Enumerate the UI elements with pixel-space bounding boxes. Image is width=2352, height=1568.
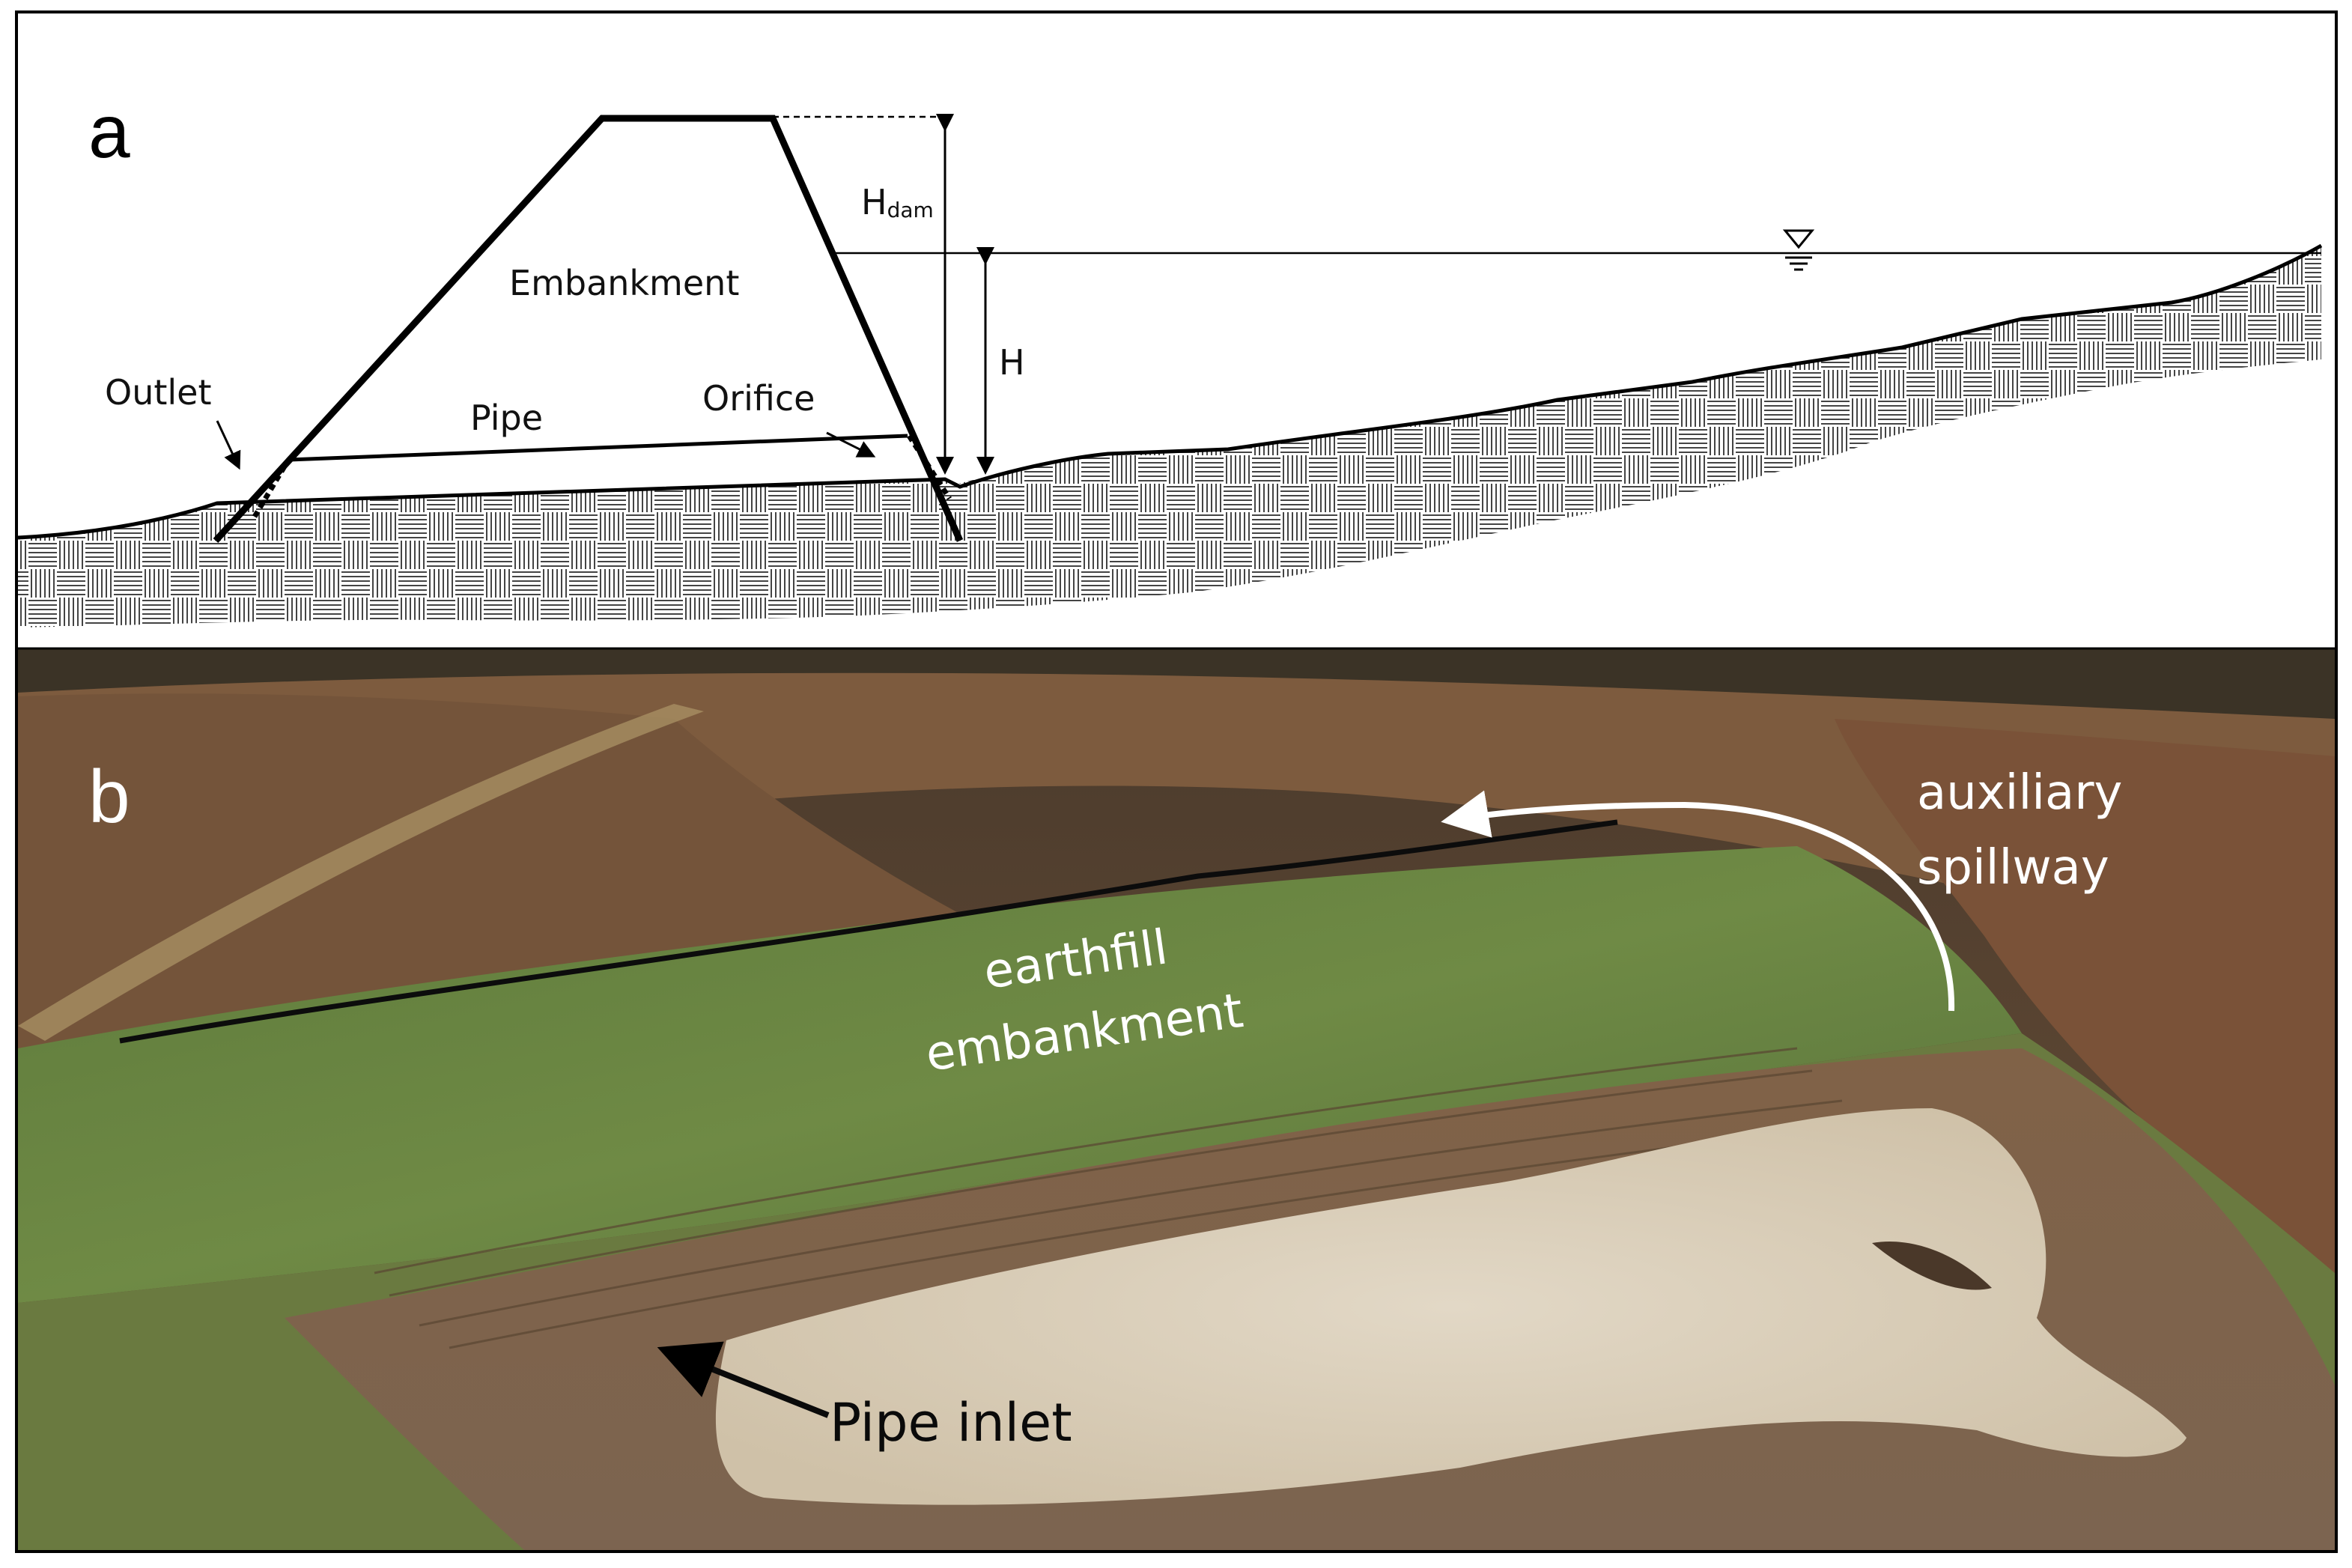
h-dam-label: Hdam: [861, 182, 934, 222]
spillway-arrow: [1441, 790, 1955, 1012]
pipe-label: Pipe: [470, 398, 543, 438]
pipe-orifice-dash: [907, 434, 952, 500]
embankment-grass: [18, 846, 2022, 1303]
ground-surface-line: [17, 243, 2323, 540]
embankment-outline: [213, 115, 964, 544]
tire-tracks: [374, 1047, 1873, 1349]
pipe-inlet-arrow: [657, 1341, 830, 1418]
panel-a: a Embankment Outlet Pipe Orifice Hdam H: [17, 90, 2323, 627]
panel-b: b earthfill embankment auxiliary spillwa…: [18, 648, 2335, 1550]
h-dam-label-sub: dam: [887, 198, 934, 222]
mud-patch: [1872, 1242, 1992, 1290]
h-dam-label-main: H: [861, 182, 887, 222]
auxiliary-label-line2: spillway: [1917, 840, 2109, 896]
dirt-path: [18, 704, 704, 1041]
right-hillside: [1835, 719, 2335, 1273]
outlet-arrow: [216, 420, 241, 470]
panel-a-letter: a: [88, 90, 130, 174]
outlet-label: Outlet: [105, 372, 212, 413]
soil-ground: [18, 246, 2321, 627]
pond-water: [715, 1108, 2187, 1505]
auxiliary-label-line1: auxiliary: [1917, 765, 2122, 821]
pipe-inlet-label: Pipe inlet: [830, 1392, 1072, 1453]
orifice-label: Orifice: [702, 378, 815, 419]
h-label: H: [999, 342, 1025, 383]
silt-fence-line: [119, 819, 1618, 1044]
embankment-label: Embankment: [509, 263, 739, 303]
panel-b-letter: b: [88, 755, 130, 839]
pipe-line: [288, 434, 908, 462]
water-level-symbol: [1782, 229, 1815, 271]
pipe-outlet-dash: [252, 460, 291, 518]
orifice-arrow: [826, 431, 876, 458]
